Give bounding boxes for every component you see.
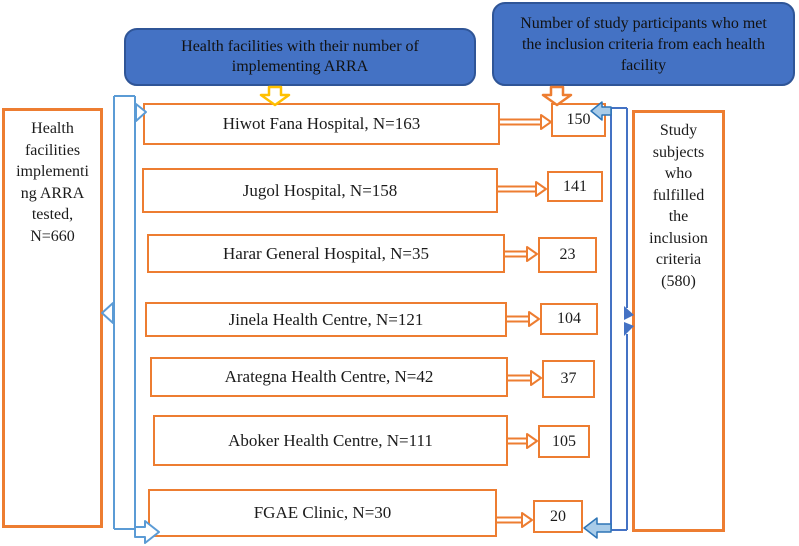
left-summary-box: Health facilities implementi ng ARRA tes… [2,108,103,528]
facility-box-harar-general: Harar General Hospital, N=35 [147,234,505,273]
callout-health-facilities: Health facilities with their number of i… [124,28,476,86]
count-box-jinela: 104 [540,303,598,335]
callout-study-participants: Number of study participants who met the… [492,2,795,86]
arrow-aboker [508,433,538,449]
count-box-aboker: 105 [538,425,590,458]
arrow-into-20-icon [583,517,612,539]
facility-box-arategna: Arategna Health Centre, N=42 [150,357,508,397]
arrow-jinela [507,311,540,327]
facility-box-jinela: Jinela Health Centre, N=121 [145,302,507,337]
arrow-fgae [497,512,533,528]
facility-box-aboker: Aboker Health Centre, N=111 [153,415,508,466]
arrow-jugol [498,181,547,197]
arrow-harar-general [505,246,538,262]
count-box-fgae: 20 [533,500,583,533]
count-box-jugol: 141 [547,171,603,202]
facility-box-fgae: FGAE Clinic, N=30 [148,489,497,537]
count-box-hiwot-fana: 150 [551,103,606,137]
count-box-harar-general: 23 [538,237,597,273]
right-bracket-connector [610,107,634,531]
right-summary-box: Study subjects who fulfilled the inclusi… [632,110,725,532]
facility-box-hiwot-fana: Hiwot Fana Hospital, N=163 [143,103,500,145]
count-box-arategna: 37 [542,360,595,398]
arrow-arategna [508,370,542,386]
facility-box-jugol: Jugol Hospital, N=158 [142,168,498,213]
arrow-hiwot-fana [500,114,552,130]
